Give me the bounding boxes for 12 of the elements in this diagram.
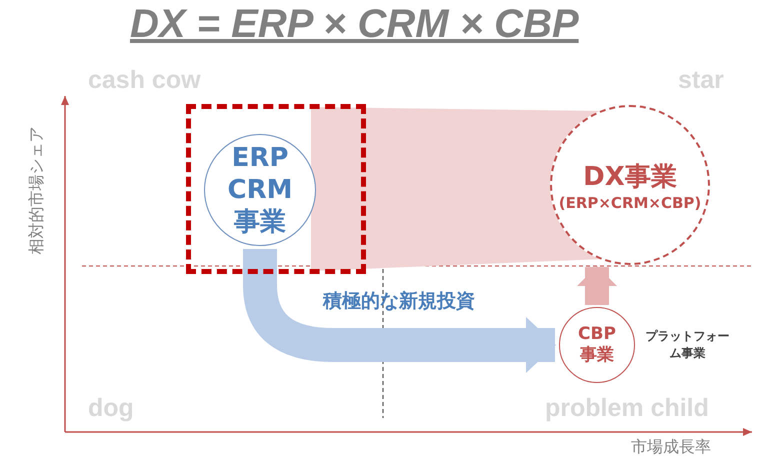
arrow [243, 249, 556, 373]
axis-label: 相対的市場シェア [26, 126, 46, 256]
arrow [577, 266, 617, 305]
edge-label: 積極的な新規投資 [323, 289, 475, 314]
node-title: CBP 事業 [577, 324, 617, 366]
axis-label: 市場成長率 [631, 437, 711, 458]
diagram-title: DX = ERP × CRM × CBP [130, 2, 579, 47]
node-subtitle: (ERP×CRM×CBP) [558, 194, 702, 212]
side-note: プラットフォーム事業 [645, 328, 730, 362]
node-title: DX事業 [583, 160, 677, 194]
node-title: ERP CRM 事業 [226, 142, 294, 238]
highlight-box [186, 104, 366, 274]
